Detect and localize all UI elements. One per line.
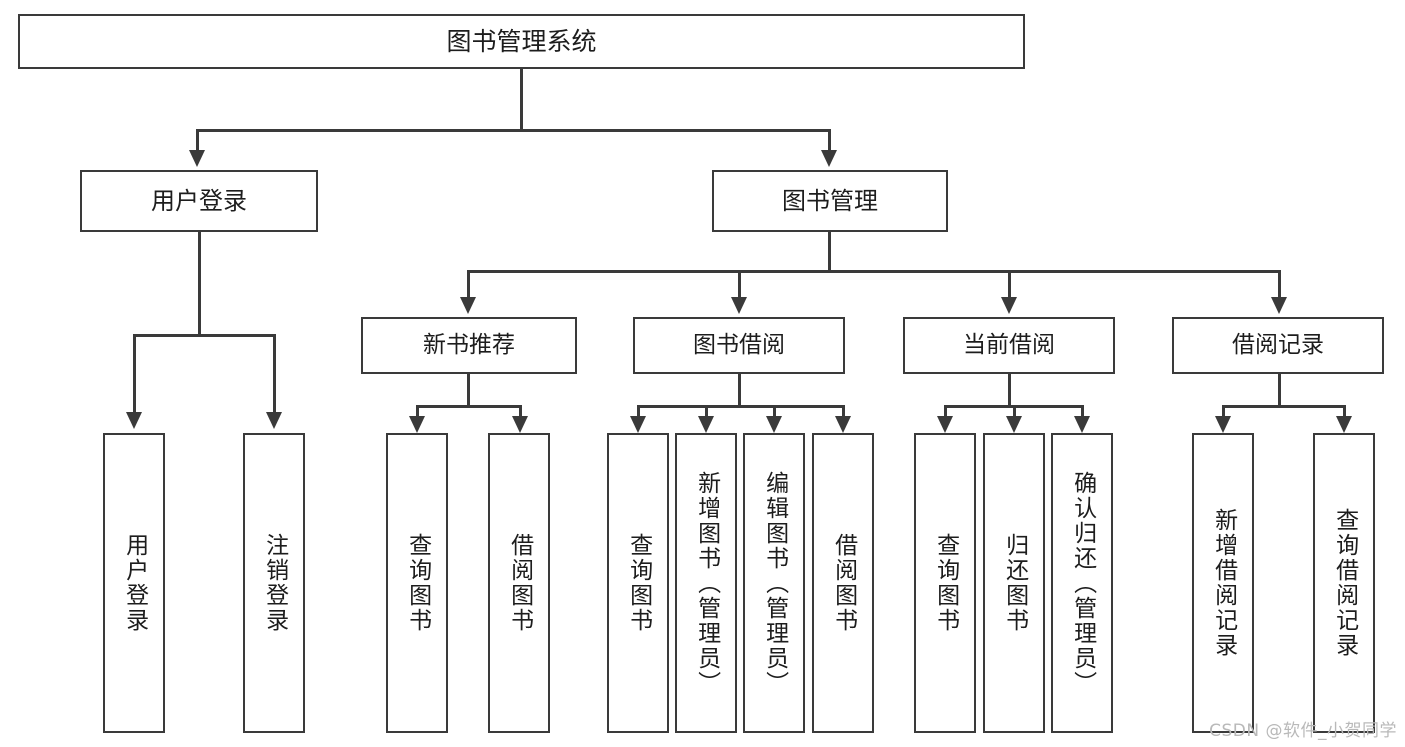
connector-borrow-record-bus [1222,405,1343,408]
node-leaf-confirm-return[interactable]: 确认归还（管理员） [1051,433,1113,733]
node-label: 用户登录 [151,186,247,215]
arrowhead-leaf-borrow-book-2 [835,416,851,433]
node-label: 图书管理系统 [446,26,597,56]
connector-current-borrow-drop-2 [1013,405,1016,418]
node-label: 当前借阅 [963,331,1055,358]
node-root-system[interactable]: 图书管理系统 [18,14,1025,69]
node-label: 归还图书 [1001,533,1028,633]
connector-borrow-record-drop-2 [1343,405,1346,418]
connector-current-borrow-drop-3 [1081,405,1084,418]
node-label: 新增图书（管理员） [693,470,720,696]
connector-book-borrow-drop-1 [637,405,640,418]
arrowhead-new-book-recommend [460,297,476,314]
connector-borrow-record-drop-1 [1222,405,1225,418]
node-label: 确认归还（管理员） [1069,470,1096,696]
node-leaf-add-record[interactable]: 新增借阅记录 [1192,433,1254,733]
node-label: 查询图书 [932,533,959,633]
arrowhead-book-management [821,150,837,167]
connector-book-borrow-bus [637,405,844,408]
connector-level2-drop-current [1008,270,1011,299]
connector-user-login-stem [198,232,201,336]
connector-level1-drop-user [196,129,199,153]
connector-current-borrow-stem [1008,374,1011,407]
node-leaf-add-book[interactable]: 新增图书（管理员） [675,433,737,733]
node-book-management[interactable]: 图书管理 [712,170,948,232]
arrowhead-leaf-query-record [1336,416,1352,433]
connector-level2-drop-record [1278,270,1281,299]
arrowhead-leaf-confirm-return [1074,416,1090,433]
node-leaf-user-login[interactable]: 用户登录 [103,433,165,733]
node-leaf-borrow-book-2[interactable]: 借阅图书 [812,433,874,733]
connector-level2-bus [467,270,1278,273]
connector-user-login-drop-2 [273,334,276,414]
connector-current-borrow-drop-1 [944,405,947,418]
connector-new-book-drop-1 [416,405,419,418]
arrowhead-leaf-return-book [1006,416,1022,433]
node-label: 借阅图书 [830,533,857,633]
node-new-book-recommend[interactable]: 新书推荐 [361,317,577,374]
node-label: 查询图书 [404,533,431,633]
connector-book-borrow-drop-2 [705,405,708,418]
node-user-login[interactable]: 用户登录 [80,170,318,232]
arrowhead-leaf-query-book-3 [937,416,953,433]
arrowhead-user-login [189,150,205,167]
node-leaf-query-book-2[interactable]: 查询图书 [607,433,669,733]
arrowhead-leaf-edit-book [766,416,782,433]
node-leaf-query-book-3[interactable]: 查询图书 [914,433,976,733]
arrowhead-current-borrow [1001,297,1017,314]
arrowhead-leaf-add-record [1215,416,1231,433]
node-leaf-return-book[interactable]: 归还图书 [983,433,1045,733]
connector-user-login-bus [133,334,275,337]
connector-level1-bus [196,129,830,132]
node-label: 用户登录 [121,533,148,633]
node-label: 新增借阅记录 [1210,508,1237,658]
arrowhead-leaf-logout [266,412,282,429]
node-label: 查询图书 [625,533,652,633]
arrowhead-borrow-record [1271,297,1287,314]
connector-user-login-drop-1 [133,334,136,414]
connector-book-borrow-drop-3 [773,405,776,418]
connector-current-borrow-bus [944,405,1081,408]
connector-level1-drop-book [828,129,831,153]
connector-root-stem [520,69,523,131]
node-leaf-query-record[interactable]: 查询借阅记录 [1313,433,1375,733]
arrowhead-leaf-user-login [126,412,142,429]
node-label: 借阅图书 [506,533,533,633]
node-label: 图书管理 [782,186,878,215]
arrowhead-leaf-query-book-1 [409,416,425,433]
node-current-borrow[interactable]: 当前借阅 [903,317,1115,374]
connector-borrow-record-stem [1278,374,1281,407]
connector-new-book-drop-2 [519,405,522,418]
node-label: 注销登录 [261,533,288,633]
node-label: 借阅记录 [1232,331,1324,358]
node-leaf-edit-book[interactable]: 编辑图书（管理员） [743,433,805,733]
arrowhead-leaf-add-book [698,416,714,433]
node-label: 查询借阅记录 [1331,508,1358,658]
connector-book-management-stem [828,232,831,272]
node-label: 新书推荐 [423,331,515,358]
connector-new-book-stem [467,374,470,407]
connector-book-borrow-drop-4 [842,405,845,418]
connector-new-book-bus [416,405,519,408]
arrowhead-leaf-query-book-2 [630,416,646,433]
node-leaf-query-book-1[interactable]: 查询图书 [386,433,448,733]
arrowhead-leaf-borrow-book-1 [512,416,528,433]
node-borrow-record[interactable]: 借阅记录 [1172,317,1384,374]
connector-level2-drop-borrow [738,270,741,299]
node-leaf-borrow-book-1[interactable]: 借阅图书 [488,433,550,733]
node-label: 图书借阅 [693,331,785,358]
connector-book-borrow-stem [738,374,741,407]
node-book-borrow[interactable]: 图书借阅 [633,317,845,374]
connector-level2-drop-new-book [467,270,470,299]
node-leaf-logout[interactable]: 注销登录 [243,433,305,733]
node-label: 编辑图书（管理员） [761,470,788,696]
arrowhead-book-borrow [731,297,747,314]
